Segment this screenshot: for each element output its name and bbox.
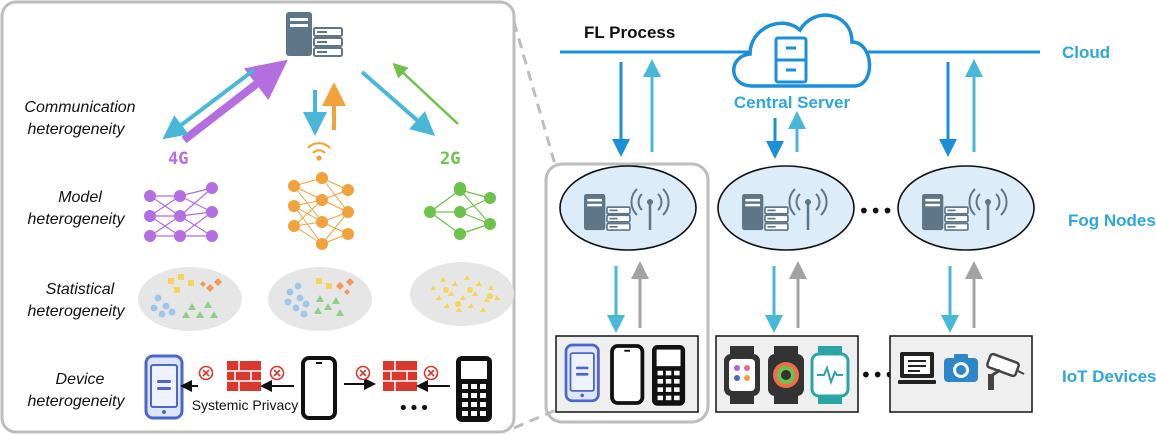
svg-text:heterogeneity: heterogeneity <box>28 303 126 320</box>
fl-process-label: FL Process <box>584 23 675 42</box>
downlink-2g-arrow <box>360 70 436 136</box>
blocked-icon <box>269 365 285 381</box>
feature-phone-icon <box>652 345 686 406</box>
security-camera-icon <box>986 352 1025 390</box>
data-cluster-mixed-1 <box>138 267 242 331</box>
row-label-device: Device heterogeneity <box>28 371 126 410</box>
neural-net-large <box>288 172 354 250</box>
smartphone-black-icon <box>610 344 645 405</box>
fog-ellipsis: ••• <box>858 199 893 223</box>
feature-phone-icon <box>456 356 492 422</box>
cloud-icon <box>732 13 872 88</box>
smartphone-blue-icon <box>144 354 184 420</box>
smartphone-blue-icon <box>564 343 600 403</box>
fog-node-2 <box>718 166 854 250</box>
neural-net-medium <box>424 182 496 240</box>
highlight-column-box <box>544 162 710 424</box>
data-cluster-mixed-2 <box>268 267 372 331</box>
iot-devices-label: IoT Devices <box>1062 367 1156 386</box>
smartwatch-heartrate-icon <box>810 346 850 404</box>
central-server-label: Central Server <box>734 93 851 112</box>
device-ellipsis: ••• <box>398 398 430 419</box>
row-label-communication: Communication heterogeneity <box>24 99 135 138</box>
blocked-icon <box>198 365 214 381</box>
network-2g-label: 2G <box>440 149 460 169</box>
smartwatch-purple-icon <box>724 346 760 404</box>
data-cluster-uniform <box>410 262 514 326</box>
cloud-label: Cloud <box>1062 43 1110 62</box>
svg-text:Communication: Communication <box>24 99 135 116</box>
svg-text:Statistical: Statistical <box>46 281 115 298</box>
blocked-icon <box>355 365 371 381</box>
systemic-privacy-label: Systemic Privacy <box>192 397 299 413</box>
firewall-icon <box>226 360 262 392</box>
svg-text:heterogeneity: heterogeneity <box>28 121 126 138</box>
smartwatch-activity-icon <box>768 346 804 404</box>
zoom-connector-bottom <box>513 408 557 430</box>
blocked-icon <box>423 365 439 381</box>
row-label-model: Model heterogeneity <box>28 189 126 228</box>
fog-nodes-label: Fog Nodes <box>1068 211 1156 230</box>
neural-net-small <box>144 182 218 242</box>
uplink-2g-arrow <box>392 62 459 125</box>
svg-text:heterogeneity: heterogeneity <box>28 211 126 228</box>
camera-icon <box>944 354 978 382</box>
network-4g-label: 4G <box>168 149 188 169</box>
laptop-icon <box>898 352 936 384</box>
heterogeneity-panel <box>0 0 516 434</box>
fog-node-3 <box>898 166 1034 250</box>
svg-text:Device: Device <box>56 371 105 388</box>
svg-text:heterogeneity: heterogeneity <box>28 393 126 410</box>
smartphone-black-icon <box>301 356 337 420</box>
zoom-connector-top <box>512 21 558 169</box>
firewall-icon <box>382 360 418 392</box>
row-label-statistical: Statistical heterogeneity <box>28 281 126 320</box>
server-icon <box>285 11 343 57</box>
downlink-4g-arrow <box>162 68 256 140</box>
svg-text:Model: Model <box>58 189 102 206</box>
wifi-icon <box>307 142 331 161</box>
fog-node-1 <box>560 166 696 250</box>
uplink-4g-arrow <box>181 59 288 144</box>
